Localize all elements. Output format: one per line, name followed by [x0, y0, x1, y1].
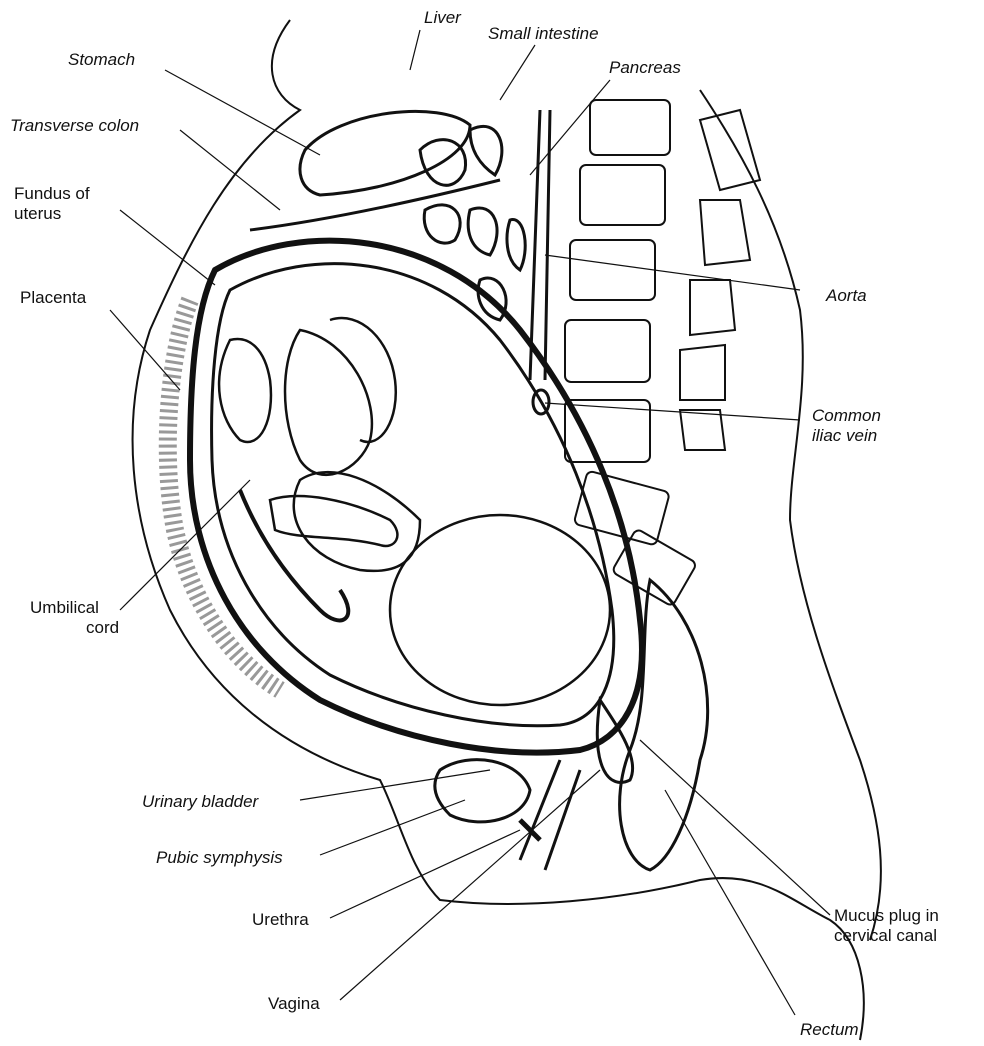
label-urethra: Urethra [252, 910, 309, 930]
label-vagina: Vagina [268, 994, 320, 1014]
label-rectum: Rectum [800, 1020, 859, 1040]
label-common-iliac-line-1: Common [812, 406, 881, 426]
label-fundus-line-1: Fundus of [14, 184, 90, 204]
label-mucus-line-1: Mucus plug in [834, 906, 939, 926]
label-fundus-of-uterus: Fundus of uterus [14, 184, 90, 224]
label-common-iliac-line-2: iliac vein [812, 426, 881, 446]
body-outline [133, 20, 864, 1040]
stomach [300, 111, 470, 195]
label-common-iliac-vein: Common iliac vein [812, 406, 881, 446]
label-umbilical-line-1: Umbilical [30, 598, 119, 618]
urinary-bladder [435, 760, 530, 822]
uterus-wall [190, 241, 642, 753]
label-placenta: Placenta [20, 288, 86, 308]
uterus-inner [212, 264, 614, 726]
label-transverse-colon: Transverse colon [10, 116, 139, 136]
label-aorta: Aorta [826, 286, 867, 306]
label-small-intestine: Small intestine [488, 24, 599, 44]
label-urinary-bladder: Urinary bladder [142, 792, 258, 812]
small-intestine-loops [420, 126, 525, 320]
label-pubic-symphysis: Pubic symphysis [156, 848, 283, 868]
back-outline [700, 90, 881, 940]
label-liver: Liver [424, 8, 461, 28]
label-stomach: Stomach [68, 50, 135, 70]
label-mucus-plug: Mucus plug in cervical canal [834, 906, 939, 946]
label-umbilical-cord: Umbilical cord [30, 598, 119, 638]
rectum [620, 580, 708, 870]
label-mucus-line-2: cervical canal [834, 926, 939, 946]
label-umbilical-line-2: cord [30, 618, 119, 638]
aorta [530, 110, 550, 380]
label-fundus-line-2: uterus [14, 204, 90, 224]
label-pancreas: Pancreas [609, 58, 681, 78]
